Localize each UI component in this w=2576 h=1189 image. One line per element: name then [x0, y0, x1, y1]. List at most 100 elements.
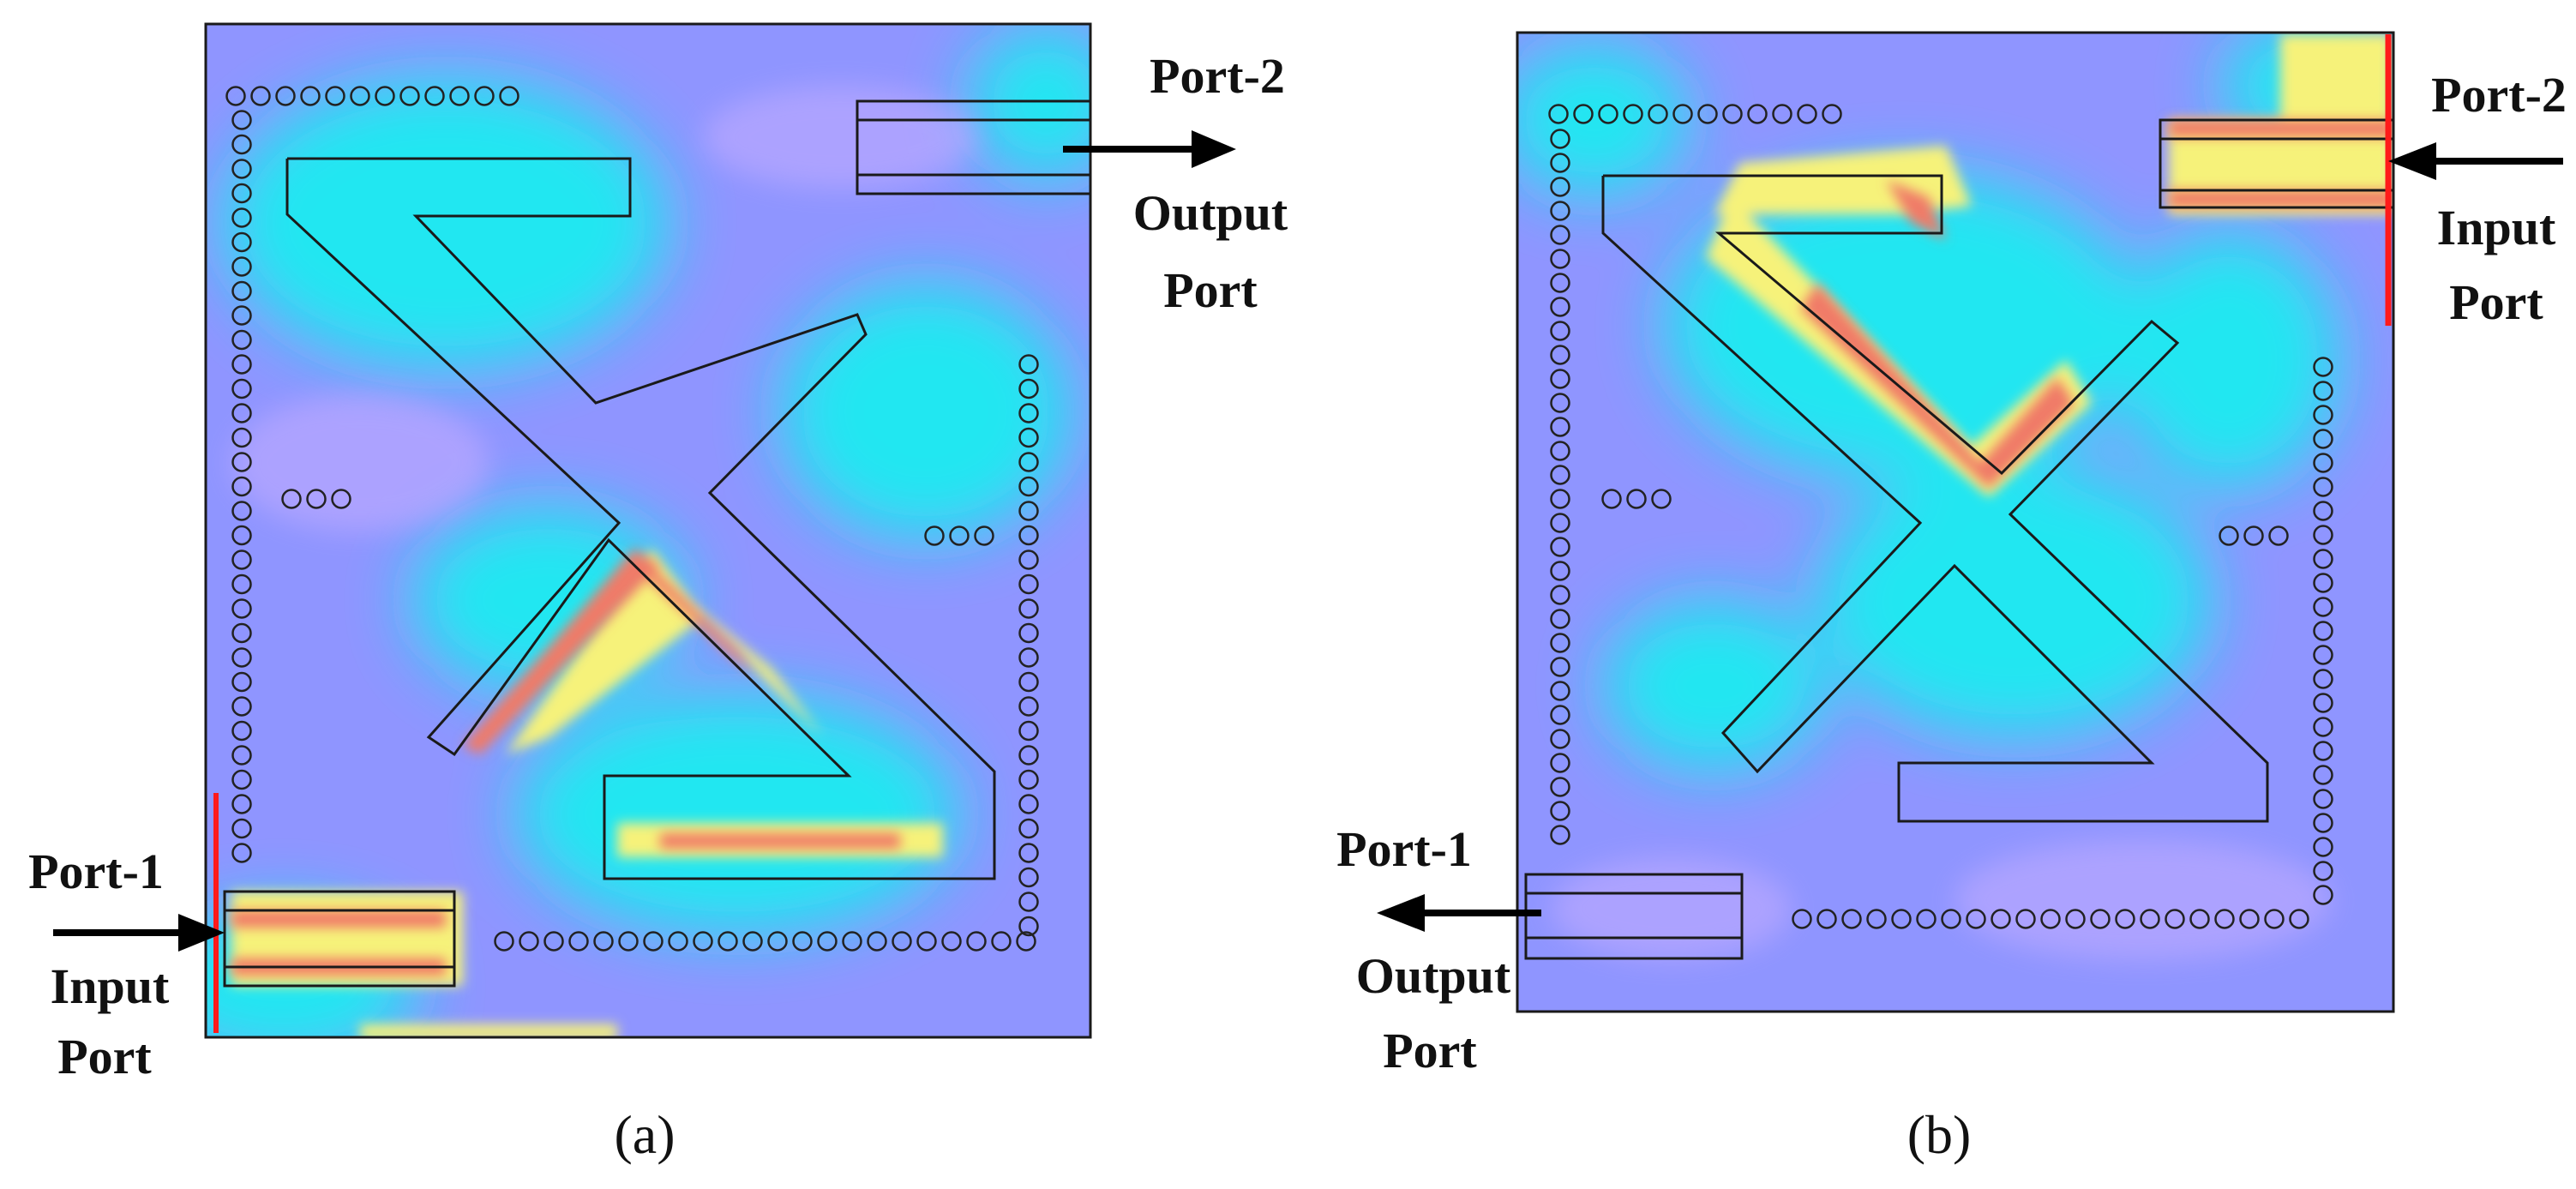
via-hole	[231, 525, 252, 546]
via-hole	[2165, 909, 2185, 929]
via-hole	[1841, 909, 1862, 929]
via-hole	[1550, 729, 1570, 749]
via-hole	[693, 931, 713, 952]
via-hole	[1550, 753, 1570, 773]
via-hole	[1550, 273, 1570, 293]
via-hole	[1916, 909, 1937, 929]
via-hole	[1548, 104, 1569, 124]
panel-a-port2-role-line2: Port	[1163, 262, 1258, 318]
via-hole	[1018, 452, 1039, 472]
via-hole	[991, 931, 1012, 952]
via-hole	[1018, 892, 1039, 912]
via-hole	[867, 931, 887, 952]
via-hole	[231, 427, 252, 448]
via-hole	[2313, 501, 2333, 521]
via-hole	[2313, 621, 2333, 641]
panel-a-via-array	[225, 86, 1039, 952]
via-hole	[2239, 909, 2260, 929]
via-hole	[1891, 909, 1912, 929]
via-hole	[941, 931, 962, 952]
via-hole	[231, 549, 252, 570]
panel-a-field-map	[204, 22, 1092, 1039]
via-hole	[2313, 381, 2333, 401]
via-hole	[949, 525, 970, 546]
via-hole	[231, 476, 252, 497]
via-hole	[1550, 777, 1570, 797]
via-hole	[2313, 717, 2333, 737]
via-hole	[449, 86, 470, 106]
via-hole	[1550, 657, 1570, 677]
via-hole	[2065, 909, 2086, 929]
panel-a-port1-role-line2: Port	[57, 1029, 152, 1084]
via-hole	[231, 280, 252, 302]
panel-b-field-background	[1517, 33, 2393, 1012]
via-hole	[1018, 476, 1039, 497]
via-hole	[2313, 861, 2333, 881]
via-hole	[1550, 801, 1570, 821]
via-hole	[792, 931, 813, 952]
via-hole	[231, 671, 252, 693]
via-hole	[1550, 441, 1570, 461]
via-hole	[1550, 129, 1570, 149]
via-hole	[1651, 489, 1672, 509]
via-hole	[1672, 104, 1693, 124]
via-hole	[1018, 745, 1039, 766]
via-hole	[2243, 525, 2264, 546]
via-hole	[568, 931, 589, 952]
via-hole	[231, 256, 252, 277]
via-hole	[1550, 153, 1570, 173]
via-hole	[1018, 647, 1039, 668]
via-hole	[1550, 417, 1570, 437]
via-hole	[1018, 501, 1039, 521]
via-hole	[231, 598, 252, 619]
via-hole	[2313, 813, 2333, 833]
panel-a-frame	[204, 22, 1092, 1039]
via-hole	[2313, 669, 2333, 689]
via-hole	[2015, 909, 2036, 929]
via-hole	[231, 110, 252, 130]
via-hole	[2313, 357, 2333, 377]
via-hole	[1018, 916, 1039, 937]
panel-a-port1-name: Port-1	[28, 844, 164, 899]
via-hole	[1550, 513, 1570, 533]
via-hole	[1747, 104, 1768, 124]
via-hole	[231, 647, 252, 668]
via-hole	[250, 86, 271, 106]
via-hole	[924, 525, 945, 546]
via-hole	[231, 696, 252, 717]
panel-b-resonator-outline	[1601, 174, 2269, 823]
via-hole	[1623, 104, 1643, 124]
via-hole	[2214, 909, 2235, 929]
via-hole	[1550, 825, 1570, 845]
via-hole	[543, 931, 564, 952]
via-hole	[1550, 393, 1570, 413]
via-hole	[231, 159, 252, 179]
via-hole	[1550, 561, 1570, 581]
via-hole	[494, 931, 514, 952]
via-hole	[2313, 597, 2333, 617]
via-hole	[2313, 429, 2333, 449]
via-hole	[399, 86, 420, 106]
via-hole	[1550, 705, 1570, 725]
via-hole	[1648, 104, 1668, 124]
via-hole	[2313, 765, 2333, 785]
via-hole	[2289, 909, 2309, 929]
via-hole	[2313, 885, 2333, 905]
via-hole	[1550, 537, 1570, 557]
via-hole	[618, 931, 639, 952]
via-hole	[1018, 696, 1039, 717]
panel-a-caption: (a)	[614, 1104, 675, 1165]
via-hole	[331, 489, 351, 509]
via-hole	[231, 818, 252, 839]
via-hole	[2313, 453, 2333, 473]
via-hole	[1822, 104, 1842, 124]
via-hole	[300, 86, 321, 106]
via-hole	[1550, 225, 1570, 245]
via-hole	[2264, 909, 2285, 929]
via-hole	[1018, 427, 1039, 448]
panel-b-port2-name: Port-2	[2431, 67, 2567, 123]
via-hole	[1018, 720, 1039, 742]
via-hole	[1018, 525, 1039, 546]
via-hole	[231, 843, 252, 863]
